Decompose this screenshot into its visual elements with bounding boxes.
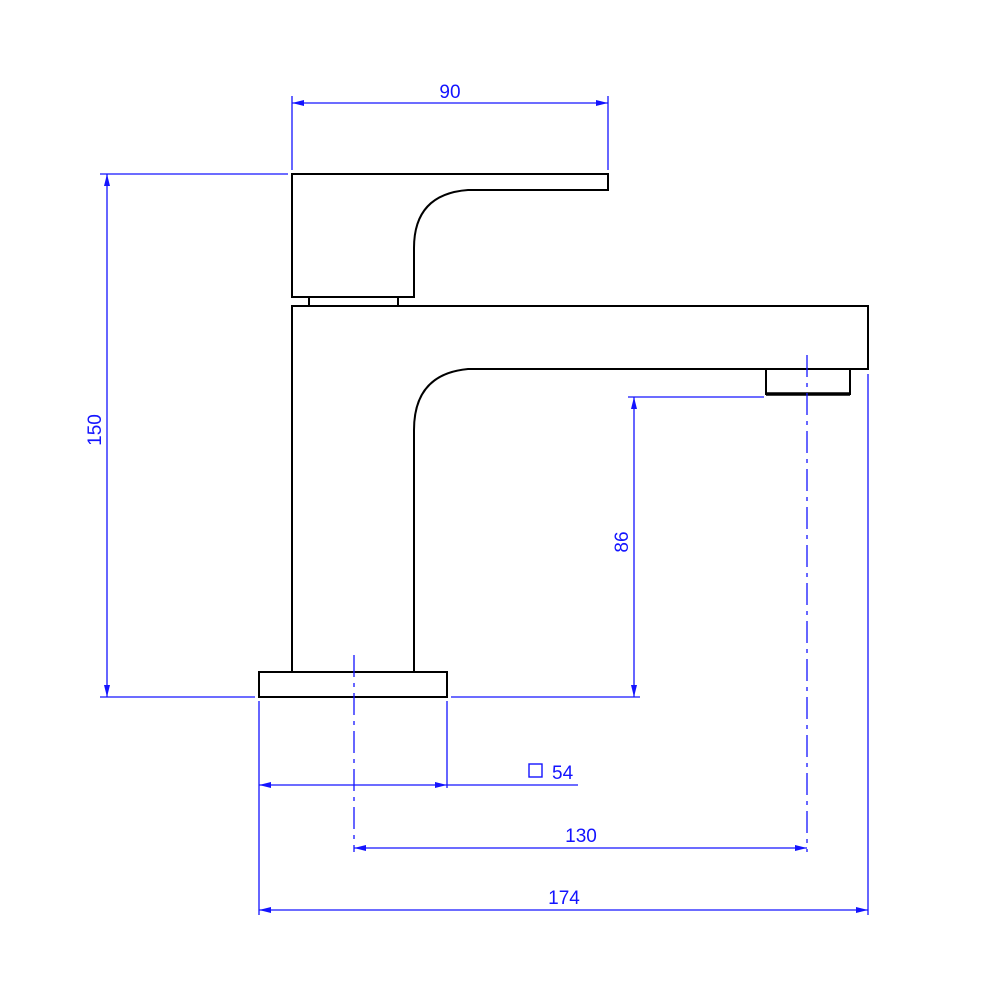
label-overall-length: 174	[548, 888, 580, 909]
arrow-86-top	[631, 397, 637, 409]
dimension-labels: 90 150 86 54 130 174	[85, 82, 633, 909]
arrow-174-left	[259, 907, 271, 913]
arrow-150-top	[104, 174, 110, 186]
arrow-86-bottom	[631, 685, 637, 697]
handle-lever	[291, 173, 609, 298]
arrow-90-right	[596, 100, 608, 106]
label-handle-width: 90	[439, 82, 460, 103]
label-spout-reach: 130	[565, 826, 597, 847]
label-base-size: 54	[552, 763, 574, 784]
arrow-54-right	[435, 782, 447, 788]
faucet-outline	[258, 173, 869, 698]
dimension-lines	[100, 96, 869, 915]
faucet-body	[291, 305, 869, 673]
aerator	[765, 368, 851, 395]
arrow-174-right	[856, 907, 868, 913]
arrow-130-left	[354, 845, 366, 851]
arrow-130-right	[795, 845, 807, 851]
arrow-54-left	[259, 782, 271, 788]
label-spout-height: 86	[612, 531, 633, 552]
arrow-150-bottom	[104, 685, 110, 697]
handle-collar	[308, 296, 399, 307]
square-symbol-icon	[528, 763, 543, 778]
base-plate	[258, 671, 448, 698]
arrow-90-left	[292, 100, 304, 106]
label-total-height: 150	[85, 414, 106, 446]
